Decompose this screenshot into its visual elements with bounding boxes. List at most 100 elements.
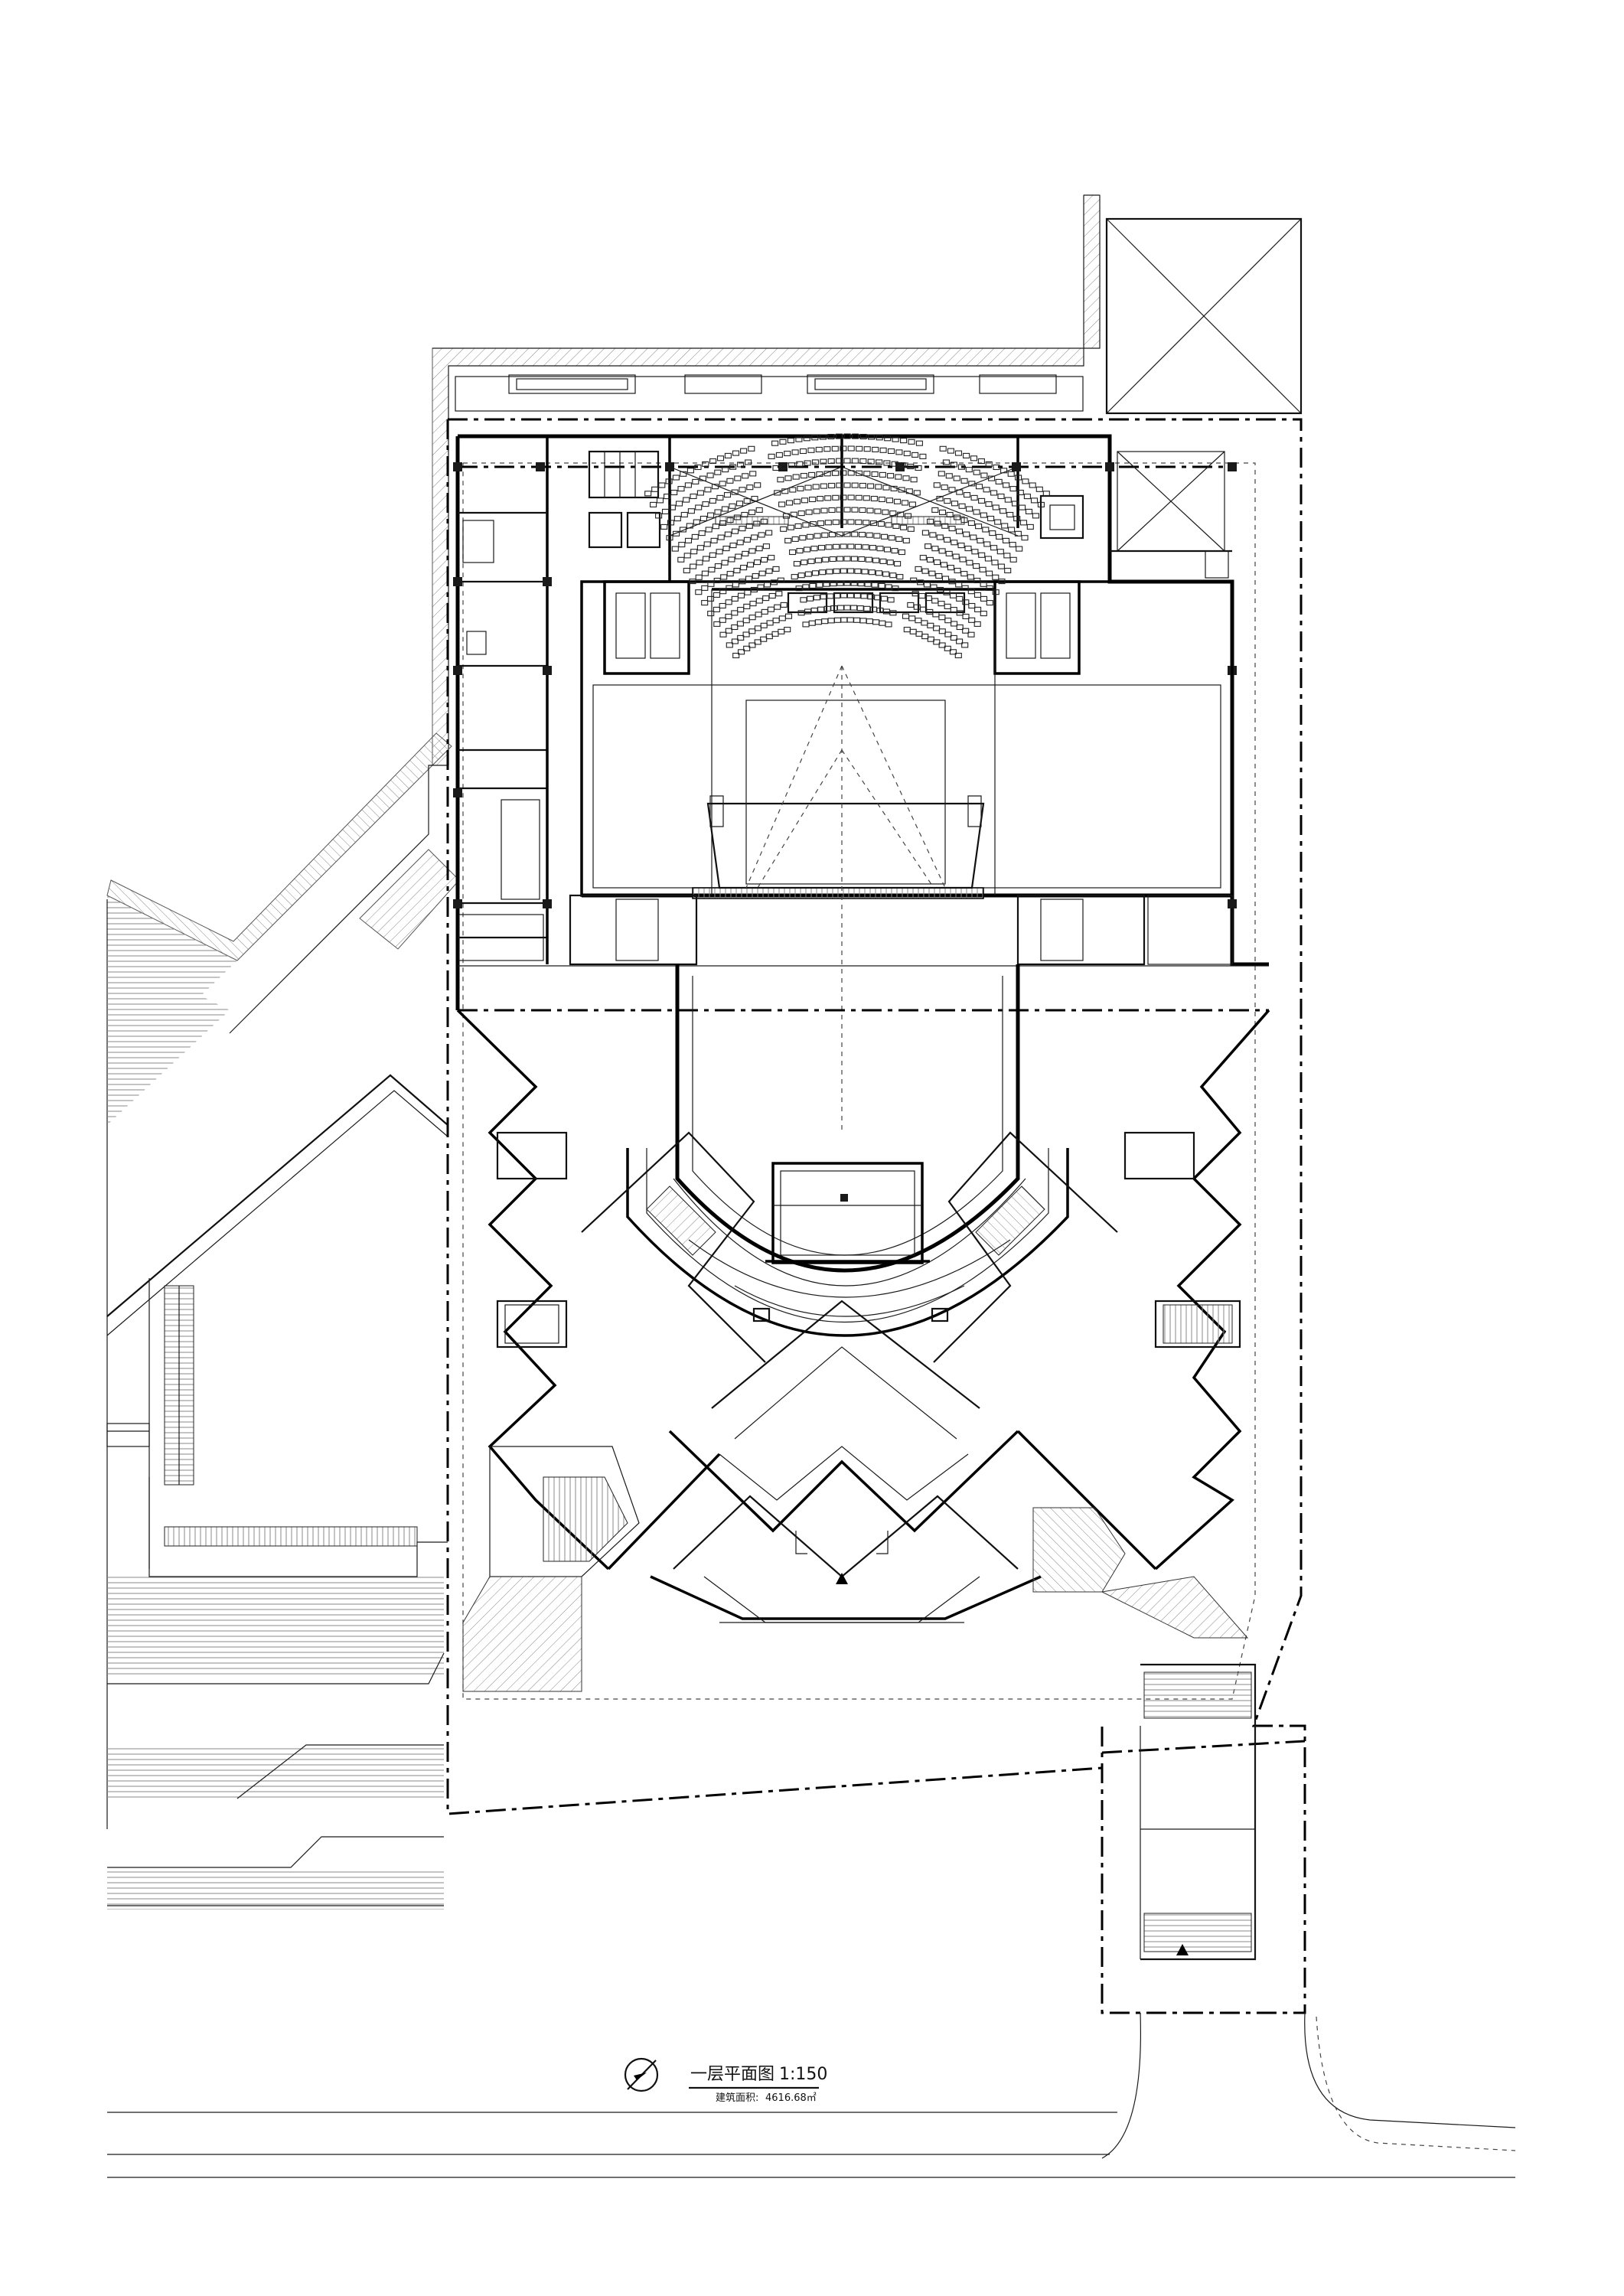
seat <box>864 581 872 587</box>
seat <box>743 498 751 504</box>
seat <box>833 592 841 598</box>
seat <box>702 461 709 467</box>
seat <box>903 627 911 633</box>
seat <box>721 506 729 512</box>
seat <box>789 487 797 493</box>
seat <box>1023 494 1031 500</box>
seat <box>679 527 686 533</box>
seat <box>882 571 890 577</box>
seat <box>1029 482 1036 488</box>
seat <box>749 471 757 477</box>
seat <box>908 501 916 507</box>
seat <box>886 559 894 566</box>
seat <box>948 579 956 585</box>
seat <box>677 556 685 563</box>
seat <box>960 571 968 577</box>
seat <box>732 652 740 659</box>
seat <box>852 433 859 439</box>
seat <box>874 508 882 514</box>
seat <box>968 481 976 487</box>
seat <box>833 617 841 623</box>
seat <box>772 566 780 572</box>
seat <box>729 464 737 470</box>
seat <box>975 523 983 530</box>
seat <box>740 565 748 571</box>
seat <box>868 569 876 576</box>
seat <box>994 519 1002 525</box>
seat <box>797 485 804 491</box>
seat <box>782 513 791 519</box>
seat <box>855 470 863 476</box>
seat <box>836 605 844 611</box>
seat <box>748 642 756 648</box>
seat <box>973 621 981 627</box>
seat <box>823 471 831 477</box>
seat <box>729 503 736 509</box>
seat <box>737 592 745 598</box>
seat <box>1042 491 1050 497</box>
seat <box>831 470 840 476</box>
seat <box>696 490 704 496</box>
seat <box>720 574 728 580</box>
seat <box>751 534 758 540</box>
seat <box>944 536 951 543</box>
seat <box>898 462 907 468</box>
lobby-ring <box>626 1148 1069 1337</box>
seat <box>772 618 780 624</box>
seat <box>967 631 975 638</box>
back-of-house-rooms <box>458 436 1232 964</box>
seat <box>791 536 799 542</box>
seat <box>828 507 836 514</box>
seat <box>1006 511 1014 518</box>
seat <box>1035 486 1043 492</box>
hatched-boundary-wall <box>432 194 1101 766</box>
seat <box>746 484 754 491</box>
area-label: 建筑面积: <box>716 2092 758 2104</box>
seat <box>666 535 673 541</box>
seat <box>761 556 768 563</box>
seat <box>947 448 954 454</box>
seat <box>731 489 739 495</box>
seat <box>644 491 652 497</box>
seat <box>660 523 668 530</box>
seat <box>760 622 768 628</box>
seat <box>827 433 835 440</box>
seat <box>734 475 742 481</box>
seat <box>1007 471 1015 477</box>
seat <box>869 520 878 527</box>
seat <box>748 445 755 452</box>
seat <box>708 566 716 572</box>
seat <box>805 509 813 515</box>
seat <box>958 503 966 509</box>
seat <box>907 463 915 470</box>
seat <box>817 520 825 527</box>
seat <box>802 621 810 628</box>
seat <box>910 577 918 583</box>
seat <box>938 548 946 554</box>
seat <box>779 439 787 445</box>
seat <box>843 556 851 562</box>
seat <box>996 549 1004 555</box>
seat <box>713 592 721 598</box>
seat <box>840 543 847 550</box>
seat <box>736 621 744 627</box>
seat <box>980 512 987 518</box>
seat <box>719 602 726 609</box>
seat <box>1032 513 1039 519</box>
seat <box>878 582 885 589</box>
seat <box>950 634 957 641</box>
seat <box>967 589 975 595</box>
seat <box>925 543 932 550</box>
seat <box>987 515 995 522</box>
seat <box>680 511 688 518</box>
entrance-ramps <box>462 1131 1249 1692</box>
seat <box>889 572 897 579</box>
seat <box>725 628 732 634</box>
seat <box>737 634 745 641</box>
seat <box>847 445 855 452</box>
seat <box>801 497 809 504</box>
seat <box>836 531 843 537</box>
seat <box>959 556 967 563</box>
seat <box>719 520 727 527</box>
seat <box>777 477 784 483</box>
